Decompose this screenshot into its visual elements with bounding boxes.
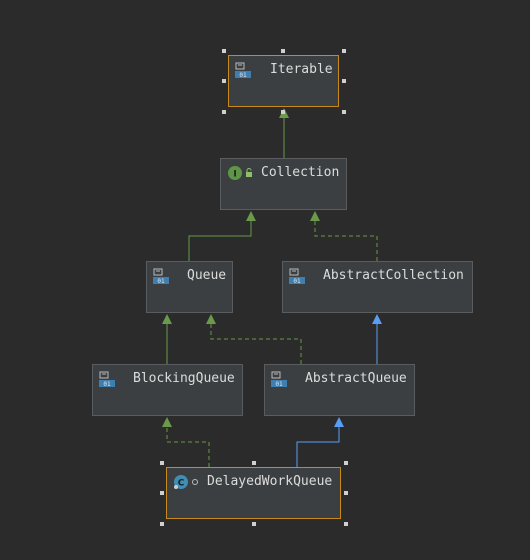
selection-handle[interactable] bbox=[222, 79, 226, 83]
class-icon: C bbox=[174, 475, 188, 489]
interface-icon: I bbox=[228, 166, 242, 180]
selection-handle[interactable] bbox=[281, 110, 285, 114]
svg-text:01: 01 bbox=[275, 381, 283, 387]
node-queue[interactable]: 01 Queue bbox=[146, 261, 233, 313]
arrowhead-delayed-work-queue-to-abstract-queue bbox=[334, 417, 344, 427]
svg-text:01: 01 bbox=[239, 72, 247, 78]
svg-text:01: 01 bbox=[293, 278, 301, 284]
node-abstract-queue[interactable]: 01 AbstractQueue bbox=[264, 364, 415, 416]
node-label: Collection bbox=[261, 165, 340, 180]
svg-text:01: 01 bbox=[157, 278, 165, 284]
edge-queue-to-collection bbox=[188, 220, 252, 261]
node-label: AbstractQueue bbox=[305, 371, 407, 386]
node-label: BlockingQueue bbox=[133, 371, 235, 386]
node-iterable[interactable]: 01 Iterable bbox=[228, 55, 339, 107]
selection-handle[interactable] bbox=[344, 522, 348, 526]
node-delayed-work-queue[interactable]: C DelayedWorkQueue bbox=[166, 467, 341, 519]
arrowhead-queue-to-collection bbox=[246, 211, 256, 221]
selection-handle[interactable] bbox=[160, 491, 164, 495]
selection-handle[interactable] bbox=[342, 49, 346, 53]
selection-handle[interactable] bbox=[160, 461, 164, 465]
selection-handle[interactable] bbox=[342, 110, 346, 114]
node-label: AbstractCollection bbox=[323, 268, 464, 283]
node-blocking-queue[interactable]: 01 BlockingQueue bbox=[92, 364, 243, 416]
edge-delayed-work-queue-to-abstract-queue bbox=[296, 426, 340, 467]
selection-handle[interactable] bbox=[222, 110, 226, 114]
edge-abstract-collection-to-collection bbox=[314, 220, 378, 261]
library-interface-icon: 01 bbox=[153, 268, 169, 284]
node-label: Iterable bbox=[270, 62, 333, 77]
selection-handle[interactable] bbox=[344, 491, 348, 495]
node-collection[interactable]: I Collection bbox=[220, 158, 347, 210]
selection-handle[interactable] bbox=[344, 461, 348, 465]
arrowhead-delayed-work-queue-to-blocking-queue bbox=[162, 417, 172, 427]
library-interface-icon: 01 bbox=[235, 62, 251, 78]
node-label: Queue bbox=[187, 268, 227, 283]
selection-handle[interactable] bbox=[222, 49, 226, 53]
svg-text:01: 01 bbox=[103, 381, 111, 387]
svg-text:C: C bbox=[178, 479, 185, 489]
package-private-icon bbox=[192, 479, 198, 485]
library-class-icon: 01 bbox=[271, 371, 287, 387]
node-label: DelayedWorkQueue bbox=[207, 474, 333, 489]
arrowhead-abstract-queue-to-abstract-collection bbox=[372, 314, 382, 324]
arrowhead-abstract-queue-to-queue bbox=[206, 314, 216, 324]
arrowhead-blocking-queue-to-queue bbox=[162, 314, 172, 324]
svg-text:I: I bbox=[233, 170, 236, 180]
node-abstract-collection[interactable]: 01 AbstractCollection bbox=[282, 261, 473, 313]
edge-abstract-queue-to-queue bbox=[210, 323, 302, 364]
edge-delayed-work-queue-to-blocking-queue bbox=[166, 426, 210, 467]
selection-handle[interactable] bbox=[281, 49, 285, 53]
selection-handle[interactable] bbox=[252, 461, 256, 465]
library-class-icon: 01 bbox=[289, 268, 305, 284]
selection-handle[interactable] bbox=[160, 522, 164, 526]
selection-handle[interactable] bbox=[342, 79, 346, 83]
arrowhead-abstract-collection-to-collection bbox=[310, 211, 320, 221]
selection-handle[interactable] bbox=[252, 522, 256, 526]
lock-icon bbox=[246, 168, 252, 177]
library-interface-icon: 01 bbox=[99, 371, 115, 387]
